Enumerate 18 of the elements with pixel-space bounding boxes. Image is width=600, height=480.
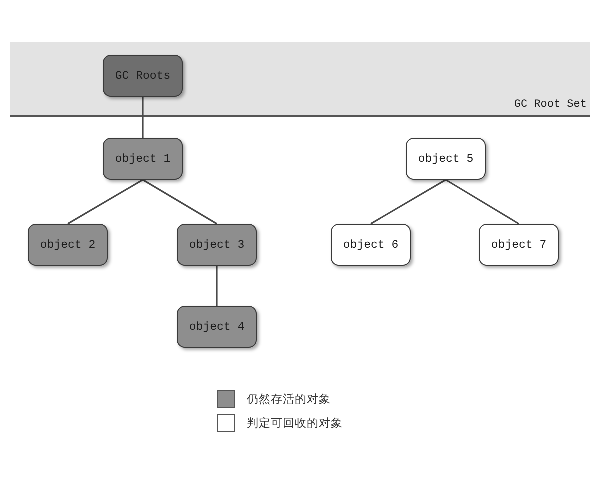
- root-set-band: [10, 42, 590, 117]
- connector-line: [68, 179, 144, 225]
- connector-line: [142, 97, 144, 138]
- connector-line: [216, 266, 218, 306]
- object-box: object 7: [479, 224, 559, 266]
- root-box: GC Roots: [103, 55, 183, 97]
- legend-text: 判定可回收的对象: [247, 415, 343, 432]
- object-box: object 5: [406, 138, 486, 180]
- object-box: object 4: [177, 306, 257, 348]
- connector-line: [370, 179, 446, 225]
- connector-line: [142, 179, 218, 225]
- connector-line: [446, 179, 520, 225]
- object-box: object 3: [177, 224, 257, 266]
- object-box: object 6: [331, 224, 411, 266]
- legend-text: 仍然存活的对象: [247, 391, 331, 408]
- band-label: GC Root Set: [514, 99, 587, 112]
- object-box: object 1: [103, 138, 183, 180]
- object-box: object 2: [28, 224, 108, 266]
